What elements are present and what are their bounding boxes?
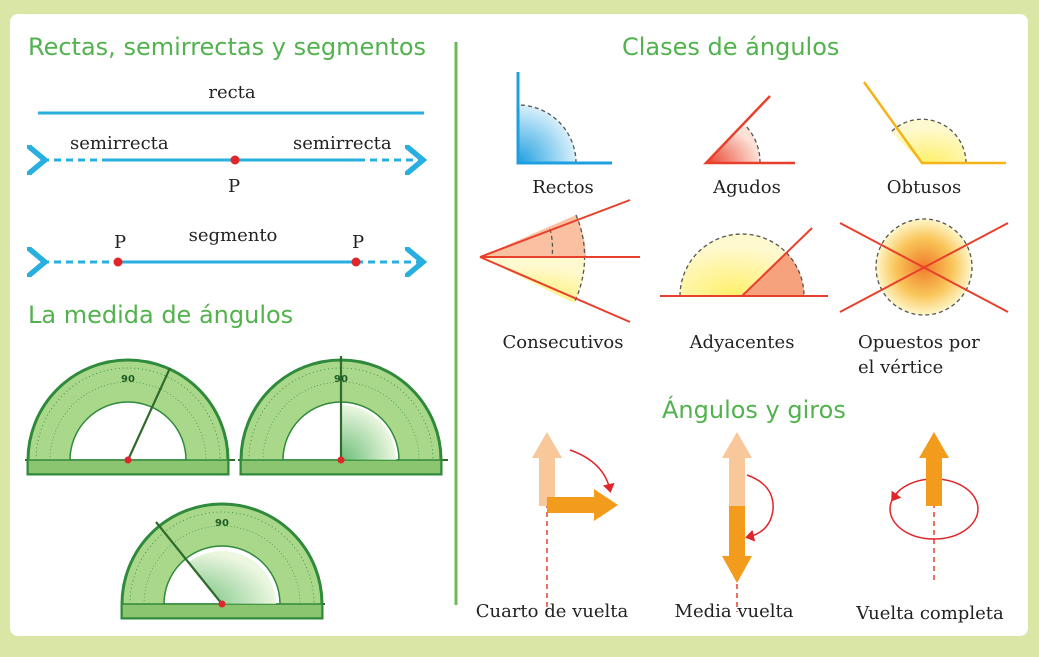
protractor-1-label-90: 90 — [121, 374, 135, 385]
segmento-diagram — [42, 258, 420, 267]
angle-adyacentes — [660, 227, 828, 297]
protractor-3 — [120, 502, 325, 620]
label-segment-p1: P — [113, 232, 127, 253]
heading-giros: Ángulos y giros — [662, 396, 846, 424]
label-semirrecta-right: semirrecta — [293, 133, 392, 154]
segment-point-1 — [113, 257, 123, 267]
semirrectas-diagram — [42, 156, 420, 165]
label-obtusos: Obtusos — [886, 177, 962, 198]
segment-point-2 — [351, 257, 361, 267]
label-opuestos-line2: el vértice — [858, 357, 944, 378]
label-adyacentes: Adyacentes — [689, 332, 795, 353]
label-segmento: segmento — [188, 225, 278, 246]
angle-agudo — [703, 95, 795, 165]
label-recta: recta — [208, 82, 256, 103]
giro-completa — [889, 432, 979, 582]
label-opuestos-line1: Opuestos por — [858, 332, 980, 353]
label-semirrecta-left: semirrecta — [70, 133, 169, 154]
heading-medida: La medida de ángulos — [28, 301, 294, 329]
protractor-3-label-90: 90 — [215, 518, 229, 529]
protractor-1 — [25, 358, 235, 476]
giro-media — [722, 432, 774, 612]
point-p — [230, 155, 240, 165]
label-rectos: Rectos — [532, 177, 594, 198]
label-media-vuelta: Media vuelta — [674, 601, 794, 622]
angle-obtuso — [862, 81, 1006, 165]
label-vuelta-completa: Vuelta completa — [856, 603, 1004, 624]
label-segment-p2: P — [351, 232, 365, 253]
angle-consecutivos — [479, 199, 640, 323]
protractor-2 — [238, 356, 448, 476]
giro-cuarto — [532, 432, 618, 612]
angle-opuestos — [839, 218, 1009, 316]
heading-clases: Clases de ángulos — [622, 33, 840, 61]
label-point-p: P — [227, 176, 241, 197]
label-consecutivos: Consecutivos — [502, 332, 624, 353]
heading-rectas: Rectas, semirrectas y segmentos — [28, 33, 427, 61]
label-agudos: Agudos — [713, 177, 781, 198]
label-cuarto-vuelta: Cuarto de vuelta — [475, 601, 629, 622]
protractor-2-label-90: 90 — [334, 374, 348, 385]
angle-recto — [516, 72, 612, 165]
